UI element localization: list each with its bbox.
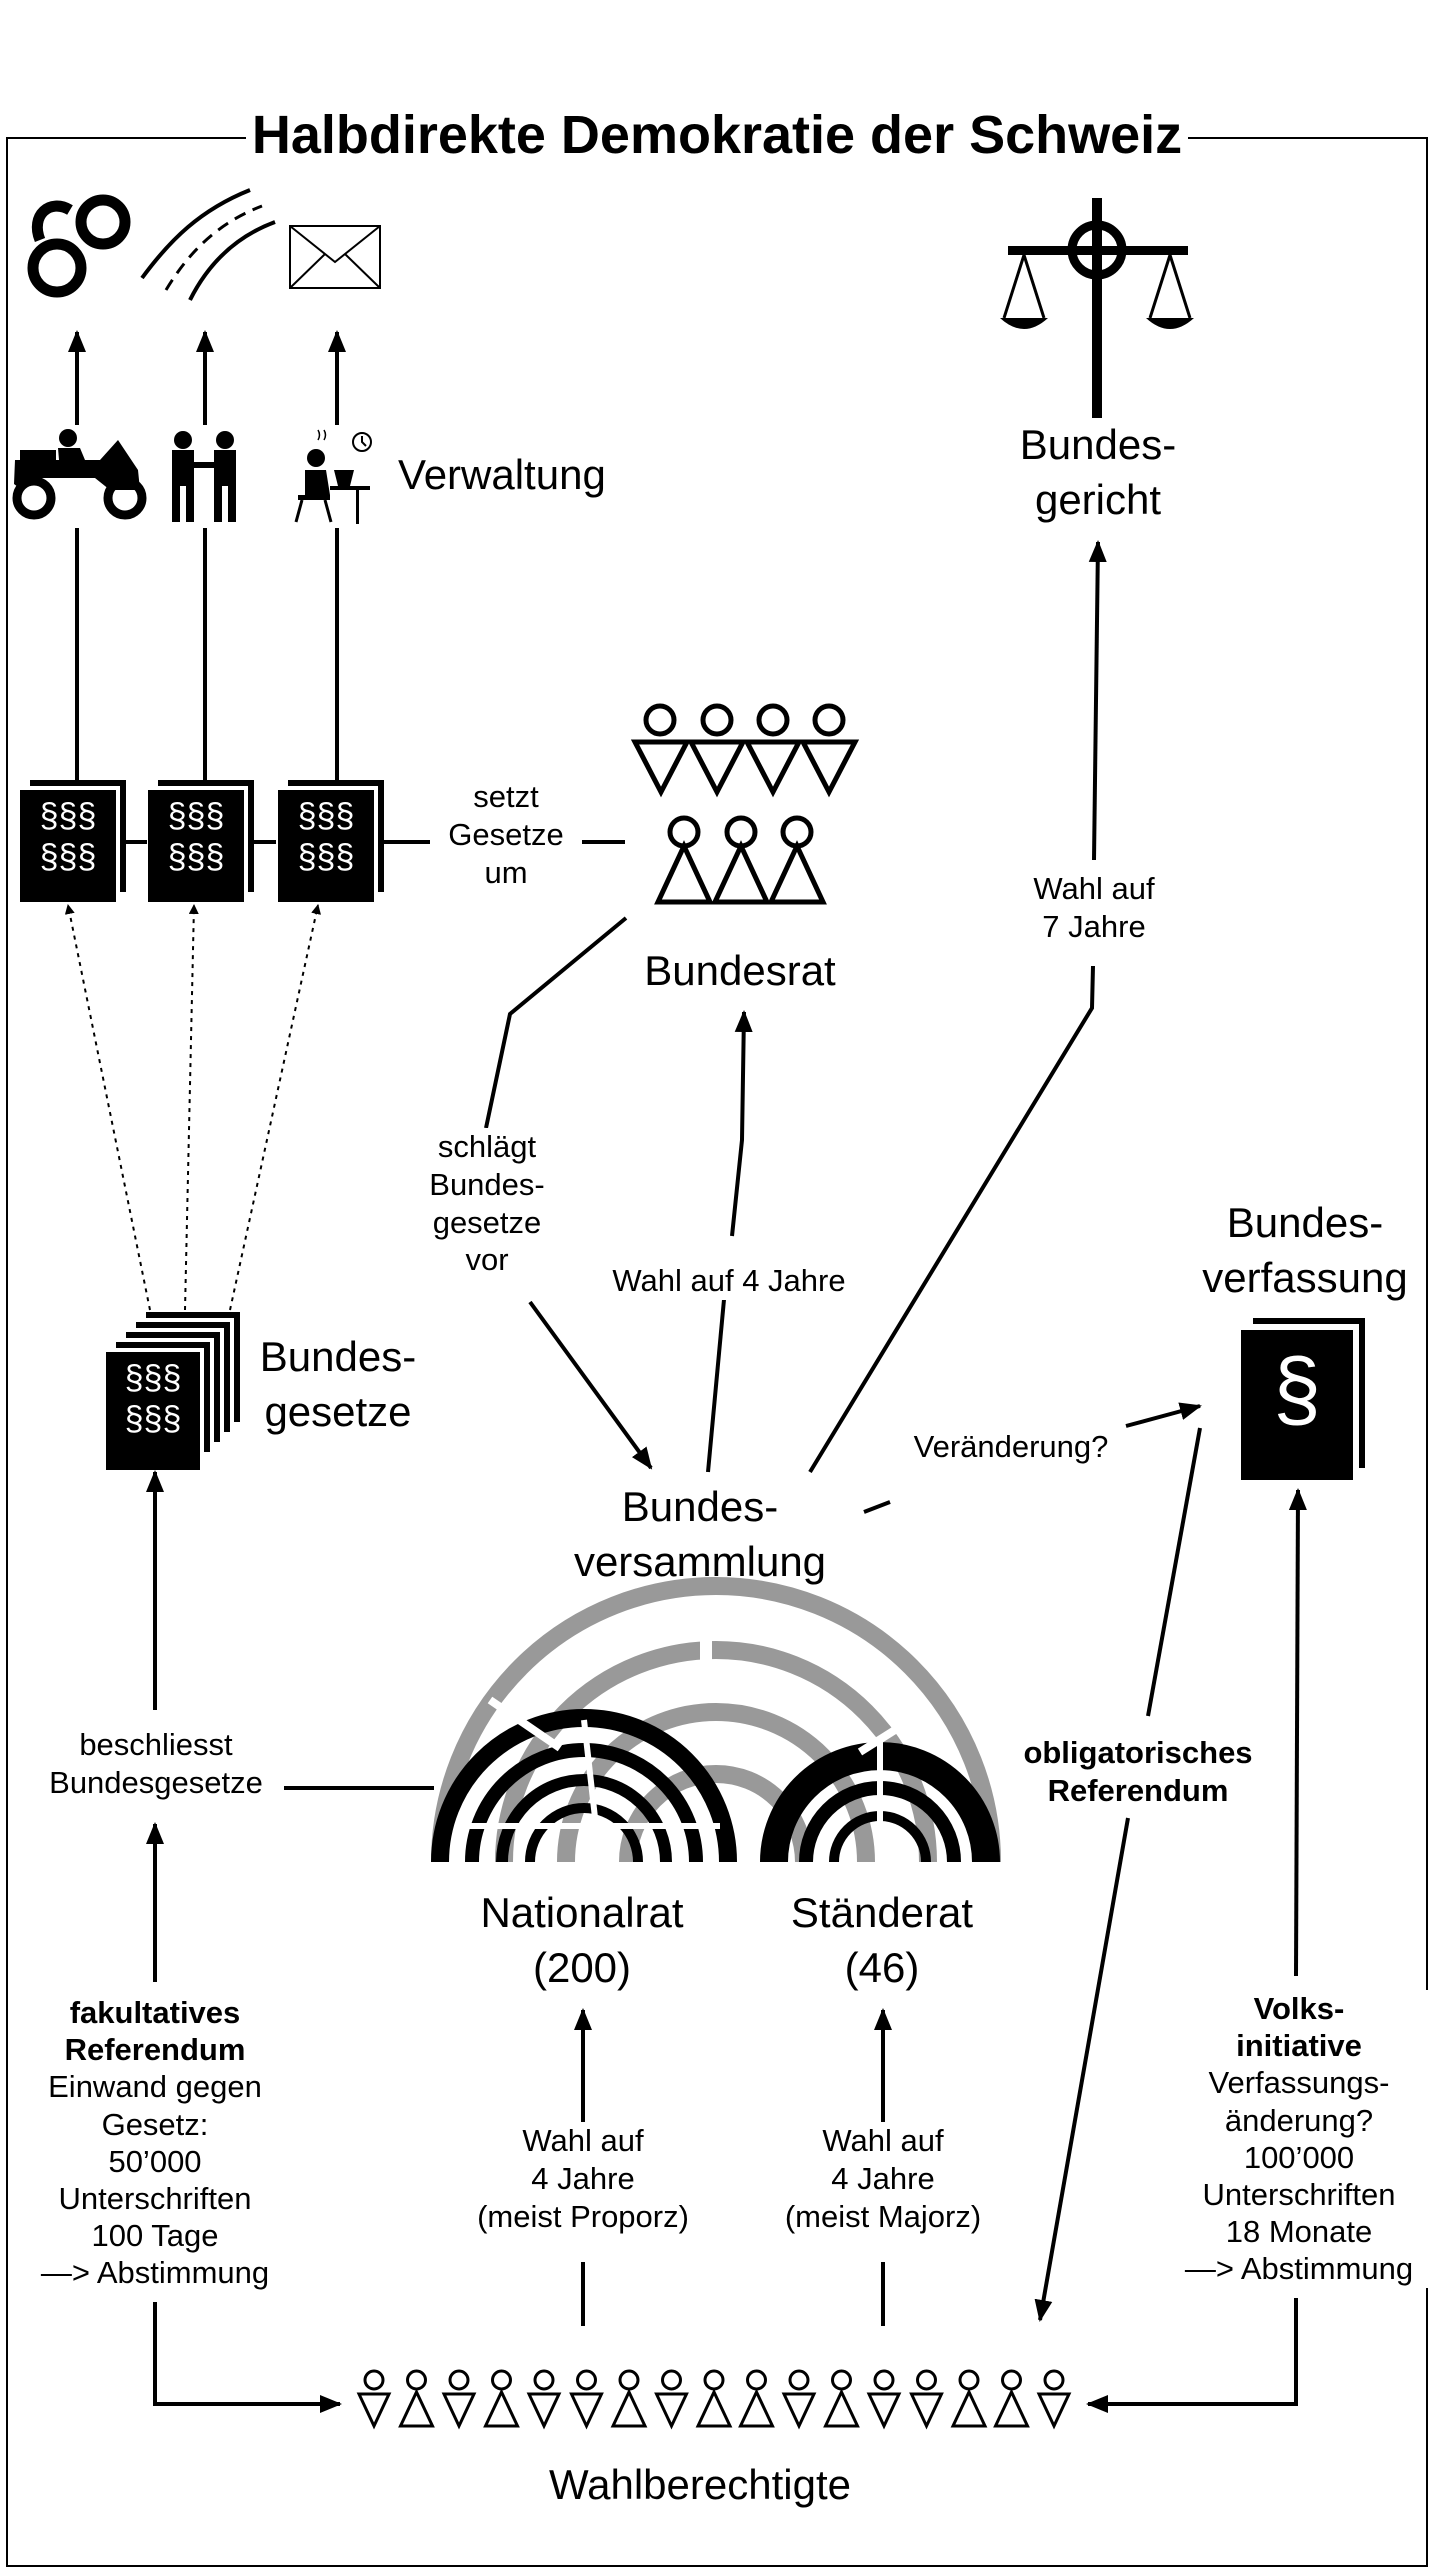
- voter-body: [909, 2392, 944, 2430]
- voter-body: [483, 2388, 520, 2428]
- veraenderung-label: Veränderung?: [896, 1428, 1126, 1466]
- parliament-hemicycle-icon: [431, 1577, 1001, 1863]
- voter-body: [950, 2388, 988, 2428]
- voter-body: [441, 2392, 477, 2430]
- law-doc-1: §§§§§§: [20, 790, 116, 902]
- bundesgesetze-doc-text: §§§§§§: [124, 1359, 182, 1439]
- bundesrat-label: Bundesrat: [644, 947, 836, 994]
- office-worker-icon: [294, 429, 372, 524]
- voter-body: [993, 2388, 1030, 2428]
- voter-head: [703, 2369, 725, 2391]
- verwaltung-label: Verwaltung: [398, 451, 606, 498]
- voter-head: [1043, 2369, 1065, 2391]
- wahl-4-jahre-label: Wahl auf 4 Jahre: [594, 1262, 864, 1300]
- voter-head: [788, 2369, 810, 2391]
- envelope-icon: [289, 225, 381, 289]
- wahlberechtigte-label: Wahlberechtigte: [549, 2461, 851, 2508]
- voters-row: [356, 2369, 1072, 2430]
- voter-head: [576, 2369, 597, 2391]
- bundesgericht-label: Bundes-gericht: [1019, 421, 1177, 523]
- voter-head: [533, 2369, 555, 2391]
- bundesverfassung-label: Bundes-verfassung: [1202, 1199, 1408, 1301]
- voter-body: [781, 2392, 817, 2430]
- volksinitiative-label: Volks- initiative Verfassungs- änderung?…: [1168, 1990, 1430, 2288]
- fakultativ-label: fakultatives Referendum Einwand gegen Ge…: [20, 1994, 290, 2292]
- voter-body: [738, 2388, 775, 2428]
- voter-body: [526, 2392, 562, 2430]
- road-icon: [140, 188, 276, 301]
- voter-body: [866, 2392, 902, 2430]
- constitution-doc-icon: [1241, 1318, 1365, 1480]
- scales-of-justice-icon: [1000, 198, 1194, 418]
- bundesgesetze-stack-icon: [106, 1312, 240, 1470]
- nationalrat-label: Nationalrat(200): [480, 1889, 684, 1991]
- voter-body: [356, 2392, 392, 2430]
- voter-body: [695, 2388, 733, 2428]
- voter-head: [661, 2369, 682, 2391]
- voter-head: [958, 2369, 980, 2391]
- diagram-title: Halbdirekte Demokratie der Schweiz: [0, 105, 1434, 165]
- voter-head: [363, 2369, 385, 2391]
- bundesrat-members-icon: [630, 703, 860, 905]
- bundesversammlung-label: Bundes-versammlung: [573, 1483, 827, 1585]
- voter-head: [406, 2369, 427, 2391]
- law-doc-2: §§§§§§: [148, 790, 244, 902]
- voter-head: [873, 2369, 895, 2391]
- handcuffs-icon: [27, 194, 131, 298]
- voter-head: [831, 2369, 852, 2391]
- police-motorcycle-icon: [12, 429, 147, 520]
- voter-head: [491, 2369, 512, 2391]
- staenderat-label: Ständerat(46): [790, 1889, 974, 1991]
- voter-head: [448, 2369, 470, 2391]
- law-doc-3: §§§§§§: [278, 790, 374, 902]
- voter-head: [1001, 2369, 1022, 2391]
- voter-body: [823, 2388, 860, 2428]
- voter-head: [916, 2369, 937, 2391]
- voter-body: [610, 2388, 648, 2428]
- constitution-symbol: §: [1273, 1341, 1321, 1437]
- voter-body: [1036, 2392, 1072, 2430]
- voter-head: [746, 2369, 767, 2391]
- bundesgesetze-label: Bundes-gesetze: [259, 1333, 417, 1435]
- voter-body: [569, 2392, 604, 2430]
- voter-body: [654, 2392, 689, 2430]
- construction-workers-icon: [172, 431, 236, 522]
- voter-body: [398, 2388, 435, 2428]
- voter-head: [618, 2369, 640, 2391]
